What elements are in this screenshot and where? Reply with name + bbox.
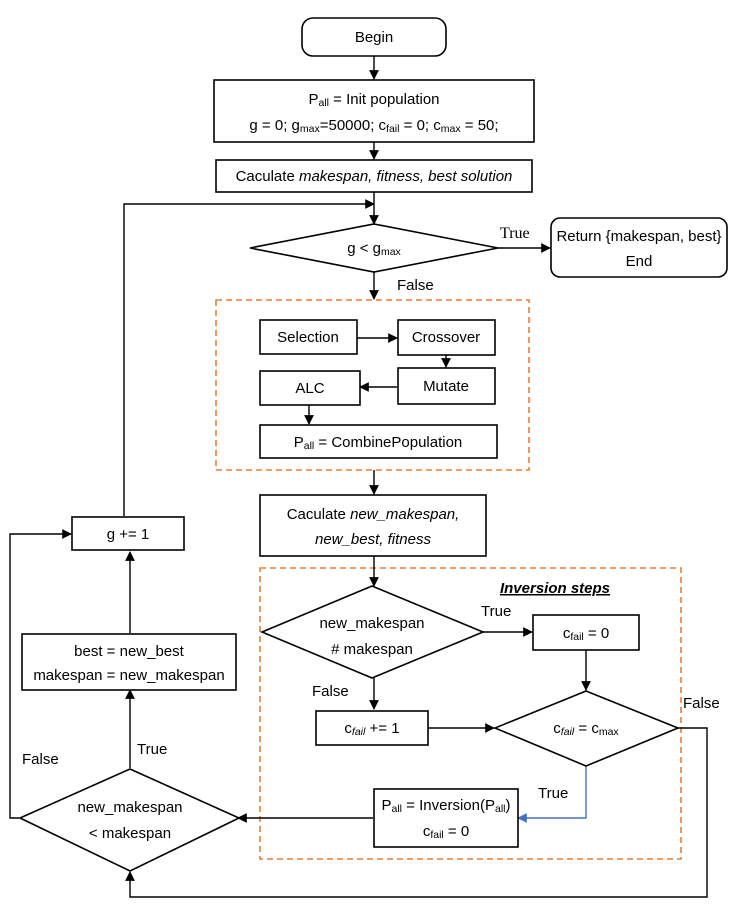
cond4-false-arrow: [9, 529, 72, 819]
alc-label: ALC: [295, 380, 324, 397]
crossover-node: [397, 319, 496, 356]
reset-cfail-node: [532, 614, 640, 651]
generation-condition-label: g < gmax: [347, 240, 401, 258]
increment-generation-node: [71, 516, 185, 551]
begin-node: [301, 17, 447, 57]
inversion-steps-title: Inversion steps: [500, 580, 610, 597]
mutate-label: Mutate: [423, 378, 469, 395]
makespan-improved-diamond: [18, 768, 241, 872]
update-best-line1: best = new_best: [74, 643, 184, 660]
return-node: [550, 217, 728, 278]
selection-label: Selection: [277, 329, 339, 346]
init-line1: Pall = Init population: [308, 91, 439, 109]
cond2-false-label: False: [312, 683, 349, 700]
calculate-new-line2: new_best, fitness: [315, 531, 431, 548]
init-line2: g = 0; gmax=50000; cfail = 0; cmax = 50;: [249, 117, 498, 135]
main-false-label: False: [397, 277, 434, 294]
makespan-changed-diamond: [259, 585, 486, 679]
ginc-loop-arrow: [123, 199, 375, 516]
inversion-node: [373, 788, 519, 848]
cond3-true-arrow: [517, 766, 587, 823]
inversion-line2: cfail = 0: [423, 823, 469, 841]
crossover-label: Crossover: [412, 329, 480, 346]
calculate-fitness-label: Caculate makespan, fitness, best solutio…: [236, 168, 513, 185]
makespan-improved-line2: < makespan: [89, 825, 171, 842]
mutate-node: [397, 367, 496, 405]
reset-cfail-label: cfail = 0: [563, 625, 609, 643]
makespan-changed-line1: new_makespan: [319, 615, 424, 632]
return-line2: End: [626, 253, 653, 270]
makespan-improved-line1: new_makespan: [77, 799, 182, 816]
alc-node: [259, 370, 361, 406]
increment-cfail-node: [315, 710, 429, 746]
return-true-label: True: [500, 225, 530, 242]
combine-population-node: [259, 424, 498, 459]
update-best-node: [21, 633, 237, 691]
combine-population-label: Pall = CombinePopulation: [294, 434, 463, 452]
cond3-false-label: False: [683, 695, 720, 712]
cond3-true-label: True: [538, 785, 568, 802]
selection-node: [259, 319, 358, 355]
cfail-limit-diamond: [492, 690, 681, 767]
cond2-true-label: True: [481, 603, 511, 620]
cfail-limit-label: cfail = cmax: [553, 720, 619, 738]
cond4-true-label: True: [137, 741, 167, 758]
update-best-line2: makespan = new_makespan: [33, 667, 224, 684]
init-node: [213, 79, 535, 143]
calculate-new-line1: Caculate new_makespan,: [287, 506, 460, 523]
increment-generation-label: g += 1: [107, 526, 150, 543]
ga-operators-group: [215, 299, 530, 471]
inversion-line1: Pall = Inversion(Pall): [381, 797, 510, 815]
begin-label: Begin: [355, 29, 393, 46]
generation-condition-diamond: [249, 223, 499, 273]
calculate-new-node: [259, 494, 487, 557]
cond4-false-label: False: [22, 751, 59, 768]
inversion-steps-group: [259, 567, 682, 860]
cond3-false-arrow: [125, 727, 708, 898]
makespan-changed-line2: # makespan: [331, 641, 413, 658]
return-line1: Return {makespan, best}: [556, 228, 721, 245]
calculate-fitness-node: [215, 159, 533, 193]
increment-cfail-label: cfail += 1: [344, 720, 399, 738]
